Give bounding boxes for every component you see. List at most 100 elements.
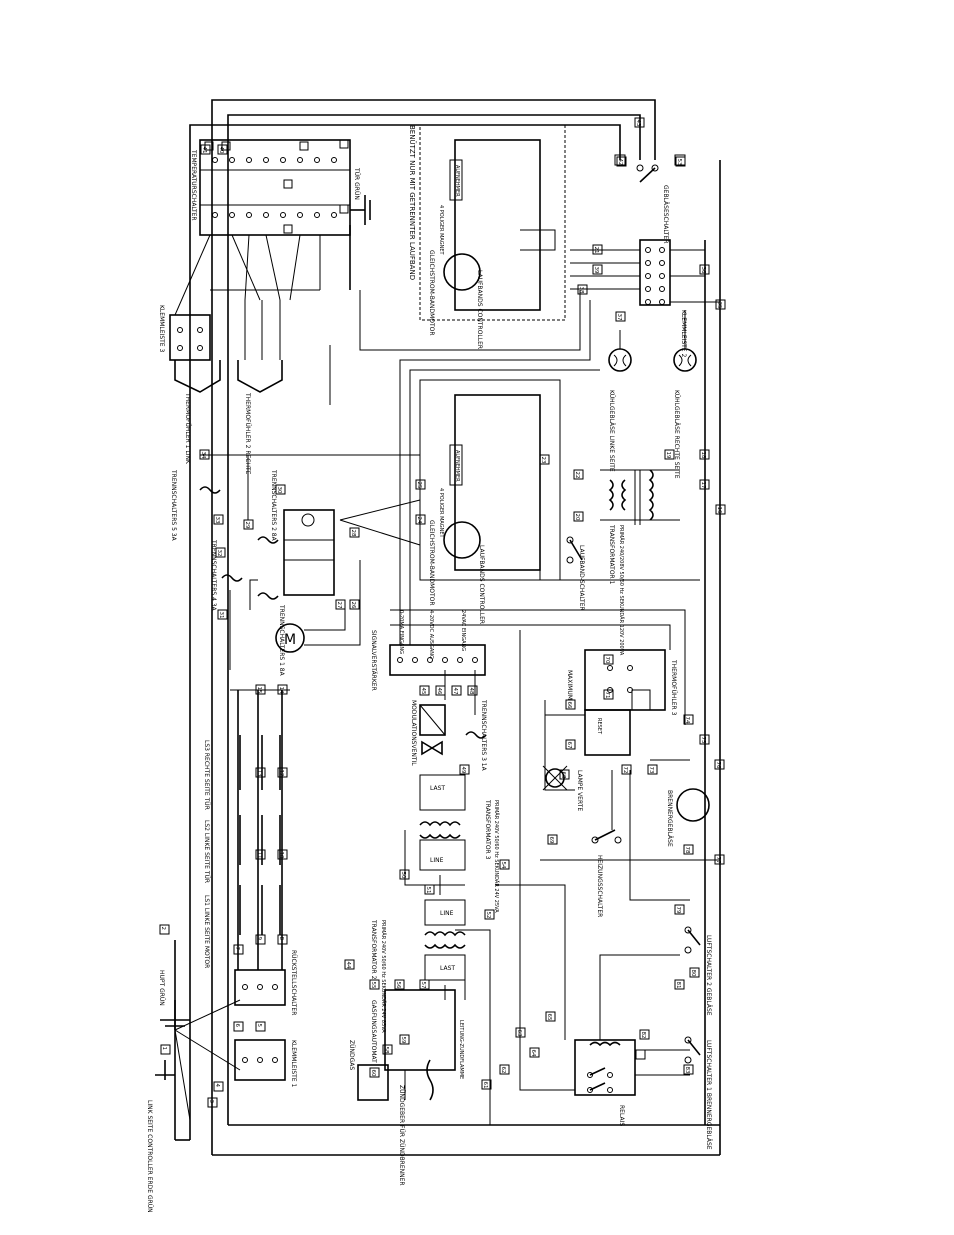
modulationsventil: MODULATIONSVENTIL (410, 700, 446, 766)
geblaseschalter-label: GEBLÄSESCHALTER (662, 185, 669, 244)
wire-number-label: 9 (256, 937, 262, 941)
trennschalter-4-label: TRENNSCHALTERS 4 3A (210, 539, 217, 612)
last-label-1: LAST (430, 785, 445, 792)
kuhlgeblase-rechts: KÜHLGEBLÄSE RECHTE SEITE (673, 310, 697, 479)
wire-number-label: 31 (218, 612, 224, 619)
wire-number-label: 45 (420, 688, 426, 695)
zundgas-label: ZÜNDGAS (348, 1040, 355, 1070)
gaszundautomat-label: GASFUNGSAUTOMAT (370, 1000, 377, 1063)
transformator-3-spec: PRIMÄR 240V 50/60 Hz SEKUNDÄR 24V 25VA (493, 800, 500, 913)
klemmleiste-2-wires (570, 249, 720, 303)
wire-number-label: 59 (400, 1037, 406, 1044)
brennergeblase-label: BRENNERGEBLÄSE (666, 790, 673, 847)
klemmleiste-3: KLEMMLEISTE 3 (158, 305, 211, 361)
laufband-schalter: LAUFBAND-SCHALTER (566, 536, 585, 611)
zunder-label: ZÜNDGEBER FÜR ZÜNDBRENNER (398, 1085, 405, 1186)
sig-out-label: 4-20VDC AUSGANG (428, 610, 434, 659)
ls-vertical-wires (237, 690, 283, 970)
laufband-section-2: GLEICHSTROM-BANDMOTOR LAUFBANDS CONTROLL… (419, 379, 561, 624)
wire-number-label: 46 (436, 688, 442, 695)
thermofuhler-3-label: THERMOFÜHLER 3 (670, 659, 677, 716)
wire-number-label: 28 (350, 530, 356, 537)
wire-number-label: 74 (684, 717, 690, 724)
thermofuhler-1: THERMOFÜHLER 1 LINK (174, 360, 221, 465)
wire-number-label: 79 (675, 907, 681, 914)
wire-number-label: 83 (684, 1067, 690, 1074)
luftschalter-1: LUFTSCHALTER 1 BRENNERGEBLÄSE (684, 1036, 712, 1150)
gasbrenner-note-label: BENÜTZT NUR MIT GETRENNTER LAUFBAND (408, 125, 417, 280)
wire-number-label: 29 (244, 522, 250, 529)
wire-number-label: 17 (700, 482, 706, 489)
wire-number-label: 21 (593, 247, 599, 254)
transformator-2: LINE LAST TRANSFORMATOR 2 PRIMÄR 240V 50… (370, 899, 466, 1033)
motor-m-symbol: M (284, 632, 296, 648)
ls1-label: LS1 LINKE SEITE MOTOR (203, 895, 210, 968)
line-label-2: LINE (440, 910, 454, 917)
wire-number-label: 70 (604, 657, 610, 664)
trennschalter-2: TRENNSCHALTERS 2 8A (257, 469, 279, 544)
schutz-contactor (283, 509, 335, 596)
klemmleiste-2-label: KLEMMLEISTE 2 (680, 310, 687, 357)
heizungsschalter-label: HEIZUNGSSCHALTER (596, 855, 603, 917)
wire-number-label: 80 (690, 970, 696, 977)
transformator-3: LAST LINE TRANSFORMATOR 3 PRIMÄR 240V 50… (419, 774, 500, 913)
wire-number-label: 54 (500, 862, 506, 869)
klemmleiste-1: KLEMMLEISTE 1 (234, 1039, 297, 1087)
wire-number-label: 5 (256, 1024, 262, 1028)
wire-number-label: 23 (540, 457, 546, 464)
wire-number-label: 1 (161, 1047, 167, 1051)
transformator-1-label: TRANSFORMATOR 1 (608, 524, 615, 585)
last-label-2: LAST (440, 965, 455, 972)
zundgas: ZÜNDGAS ZÜNDGEBER FÜR ZÜNDBRENNER (348, 1040, 434, 1186)
hupt-label: HUPT GRÜN (158, 970, 165, 1006)
wire-number-label: 16 (716, 507, 722, 514)
ls2-label: LS2 LINKE SEITE TÜR (203, 820, 210, 883)
transformator-2-label: TRANSFORMATOR 2 (370, 919, 377, 980)
wire-number-label: 33 (214, 517, 220, 524)
wire-number-label: 69 (548, 837, 554, 844)
wire-number-label: 62 (500, 1067, 506, 1074)
wire-number-label: 71 (604, 692, 610, 699)
temperaturschalter-label: TEMPERATURSCHALTER (190, 149, 197, 221)
ls3-label: LS3 RECHTE SEITE TÜR (203, 740, 210, 810)
wire-number-label: 30 (276, 487, 282, 494)
lampe-label: LAMPE VERTE (576, 770, 583, 811)
thermofuhler-2-label: THERMOFÜHLER 2 RECHTE (244, 392, 251, 475)
wire-number-label: 11 (256, 852, 262, 859)
ruckstellschalter: RÜCKSTELLSCHALTER (234, 950, 297, 1015)
wire-number-label: 2 (160, 927, 166, 931)
wire-number-label: 67 (566, 742, 572, 749)
sig-vac-label: 24VAC EINGANG (460, 610, 466, 651)
ls3: LS3 RECHTE SEITE TÜR (203, 735, 281, 810)
wire-number-label: 13 (256, 770, 262, 777)
wire-number-label: 18 (700, 452, 706, 459)
wire-number-label: 58 (383, 1047, 389, 1054)
wire-number-label: 22 (574, 472, 580, 479)
wire-number-label: 76 (715, 762, 721, 769)
luftschalter-2-label: LUFTSCHALTER 2 GEBLÄSE (705, 935, 712, 1016)
trennschalter-5-label: TRENNSCHALTERS 5 3A (170, 469, 177, 542)
wire-number-label: 81 (675, 982, 681, 989)
wire-number-label: 77 (715, 857, 721, 864)
leitung-label: LEITUNG-ZUNDFLAMME (458, 1020, 464, 1079)
laufband-controller-2-label: LAUFBANDS CONTROLLER (478, 545, 485, 624)
wire-number-label: 68 (560, 772, 566, 779)
sig-in-label: 0-20MA EINGANG (398, 610, 404, 654)
wire-number-label: 66 (566, 702, 572, 709)
wire-number-label: 7 (234, 947, 240, 951)
wire-number-label: 82 (640, 1032, 646, 1039)
line-label-1: LINE (430, 857, 444, 864)
gaszundautomat: GASFUNGSAUTOMAT LEITUNG-ZUNDFLAMME (370, 989, 464, 1079)
thermofuhler-1-label: THERMOFÜHLER 1 LINK (184, 392, 191, 465)
wire-number-label: 4 (214, 1084, 220, 1088)
optional-conveyor-box: BENÜTZT NUR MIT GETRENNTER LAUFBAND GLEI… (408, 124, 566, 349)
tur-grun-label: TÜR GRÜN (353, 167, 360, 200)
kuhlgeblase-links-label: KÜHLGEBLÄSE LINKE SEITE (608, 390, 615, 472)
wire-number-label: 73 (648, 767, 654, 774)
controller-erde-label: LINK SEITE CONTROLLER ERDE GRÜN (146, 1100, 153, 1213)
aufnehmer-2-label: AUFNEHMER (454, 450, 460, 482)
wire-number-label: 48 (468, 688, 474, 695)
wire-number-label: 56 (395, 982, 401, 989)
transformator-2-spec: PRIMÄR 240V 50/60 Hz SEKUNDÄR 24V 85VA (380, 920, 387, 1033)
transformator-1-spec: PRIMÄR 240/208V 50/60 Hz SEKUNDÄR 120V 2… (618, 525, 625, 656)
